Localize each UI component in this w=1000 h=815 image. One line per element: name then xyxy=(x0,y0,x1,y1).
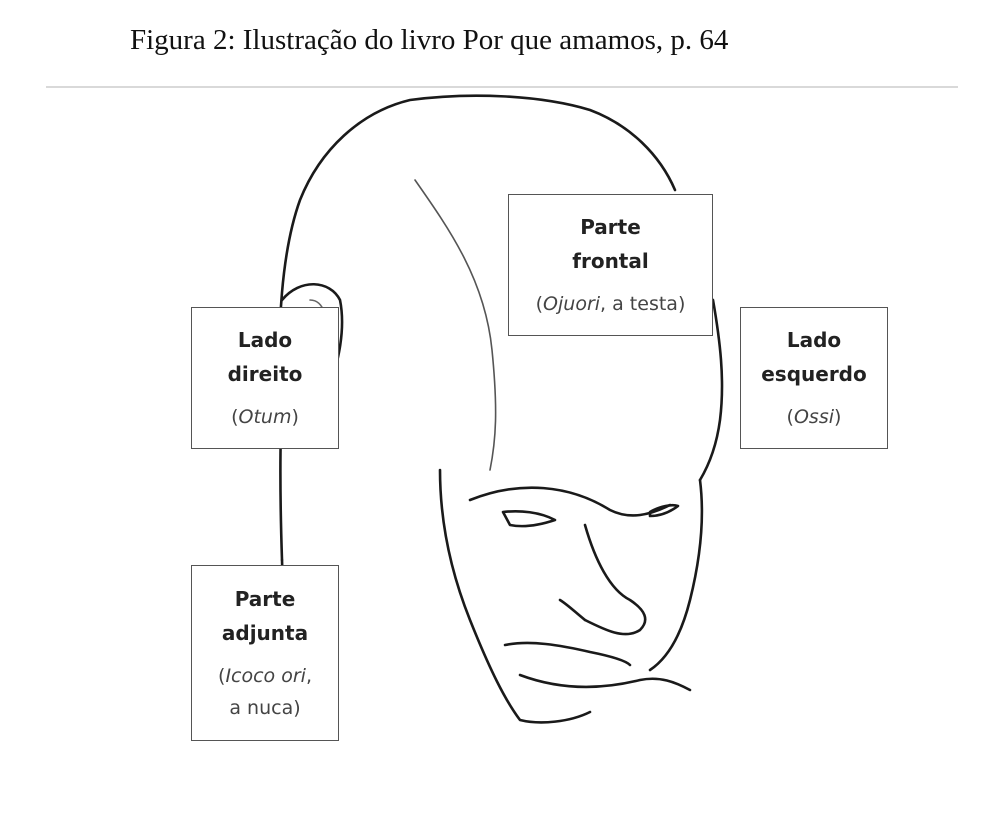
label-title: Parte frontal xyxy=(572,215,649,273)
label-term: Ojuori xyxy=(543,293,601,315)
cheek-right xyxy=(648,478,704,672)
jaw xyxy=(438,468,592,724)
open-paren: ( xyxy=(218,665,226,687)
label-meaning: , a nuca) xyxy=(229,665,312,719)
label-meaning: , a testa) xyxy=(600,293,686,315)
label-meaning: ) xyxy=(291,406,299,428)
label-term: Ossi xyxy=(793,406,835,428)
label-term: Otum xyxy=(238,406,292,428)
label-subtitle: (Icoco ori, a nuca) xyxy=(218,660,312,724)
nostril xyxy=(558,598,587,622)
label-meaning: ) xyxy=(834,406,842,428)
horizontal-rule xyxy=(46,86,958,88)
temple-right xyxy=(698,298,724,482)
eye-right xyxy=(648,503,680,518)
label-title: Parte adjunta xyxy=(221,587,309,645)
forehead-ridge xyxy=(414,179,497,471)
label-lado-direito: Lado direito (Otum) xyxy=(191,307,339,449)
nose xyxy=(583,523,647,636)
open-paren: ( xyxy=(231,406,239,428)
label-subtitle: (Ojuori, a testa) xyxy=(536,288,686,320)
label-title: Lado direito xyxy=(227,328,303,386)
label-title: Lado esquerdo xyxy=(761,328,867,386)
figure-caption: Figura 2: Ilustração do livro Por que am… xyxy=(130,24,729,56)
open-paren: ( xyxy=(786,406,794,428)
open-paren: ( xyxy=(535,293,544,315)
chin xyxy=(518,673,692,692)
brow xyxy=(468,486,672,517)
label-parte-frontal: Parte frontal (Ojuori, a testa) xyxy=(508,194,713,336)
label-lado-esquerdo: Lado esquerdo (Ossi) xyxy=(740,307,888,449)
label-parte-adjunta: Parte adjunta (Icoco ori, a nuca) xyxy=(191,565,339,741)
label-subtitle: (Otum) xyxy=(231,401,299,433)
label-term: Icoco ori xyxy=(225,665,306,687)
eye-left xyxy=(501,509,557,528)
label-subtitle: (Ossi) xyxy=(787,401,842,433)
mouth xyxy=(503,641,632,667)
